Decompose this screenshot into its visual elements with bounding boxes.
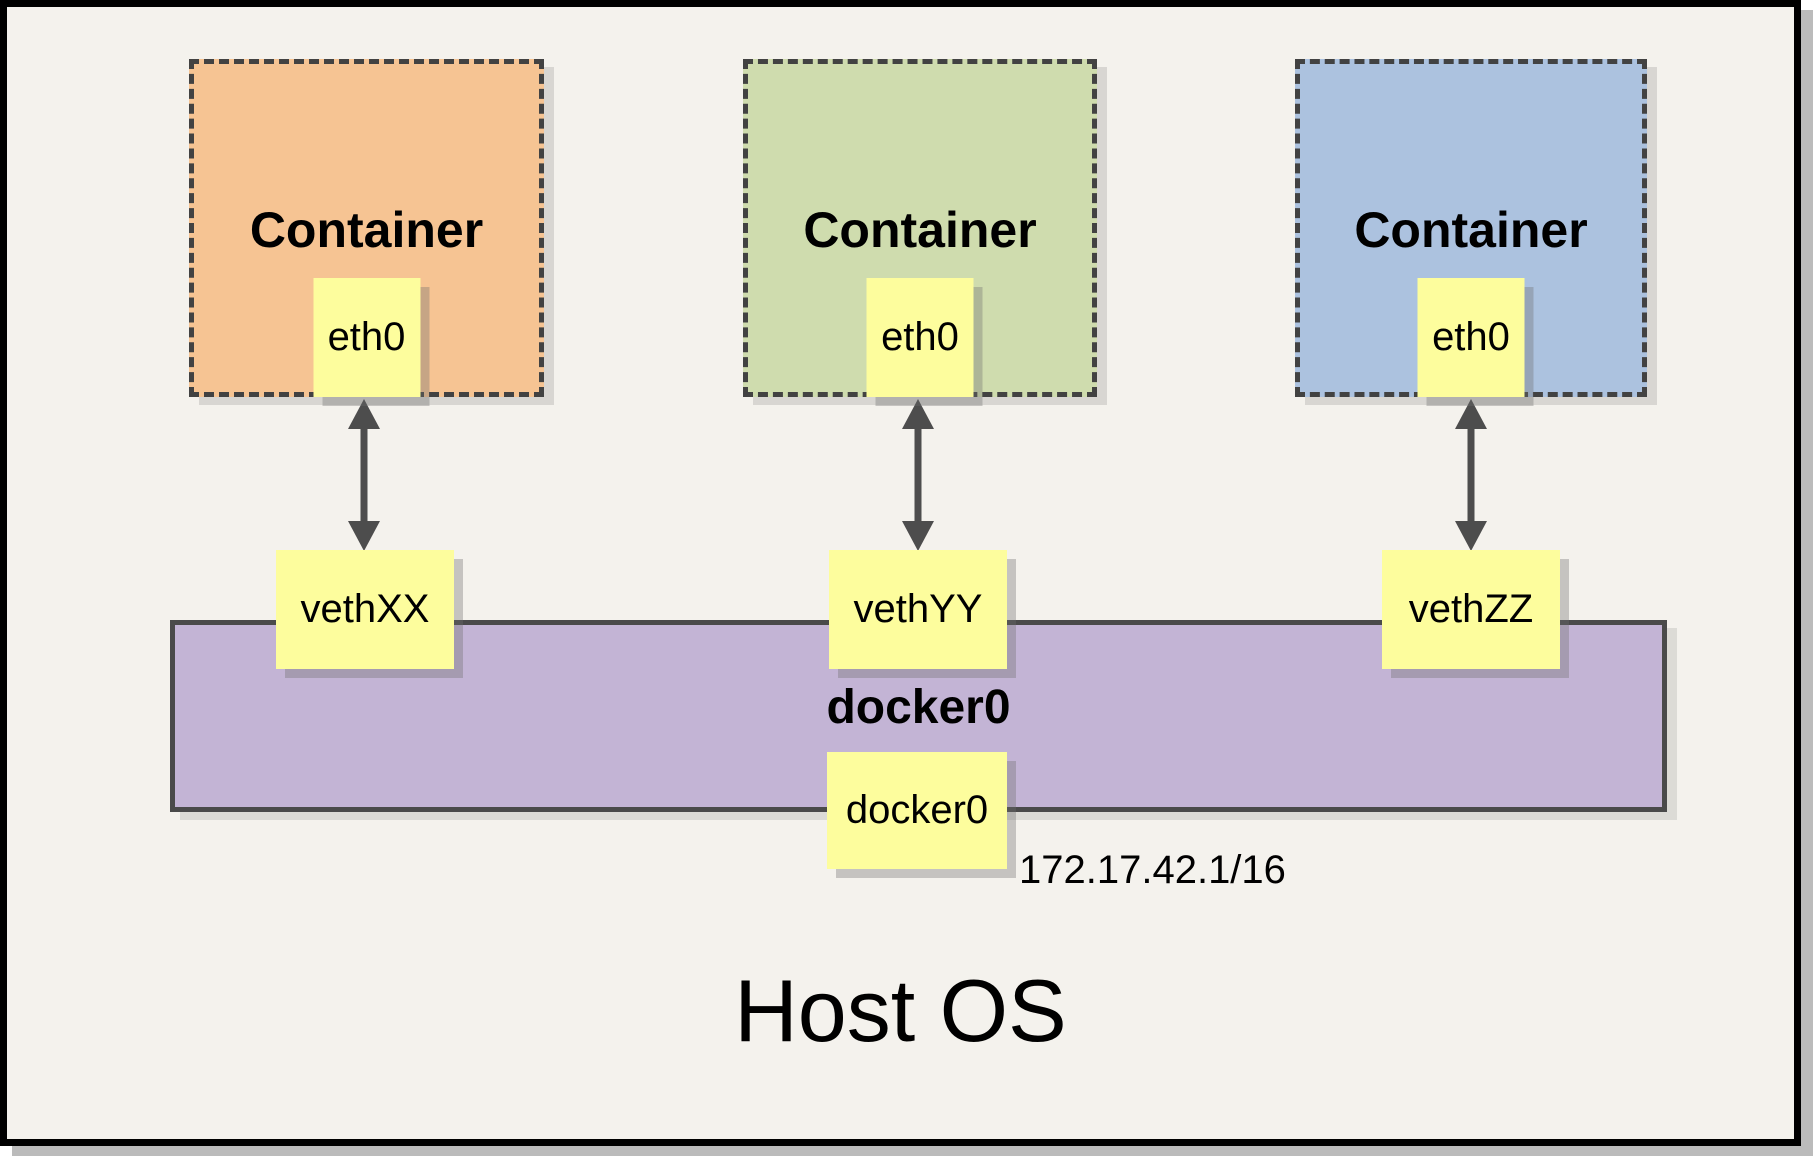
eth0-label-2: eth0 [881, 315, 959, 359]
host-os-label: Host OS [734, 961, 1067, 1060]
docker0-interface-box: docker0 [827, 752, 1007, 869]
connection-arrow-2 [902, 399, 934, 551]
eth0-interface-box-3: eth0 [1417, 278, 1525, 397]
eth0-interface-box-2: eth0 [866, 278, 974, 397]
veth-interface-box-3: vethZZ [1382, 550, 1560, 669]
container-box-1: Container eth0 [189, 59, 544, 397]
eth0-interface-box-1: eth0 [313, 278, 420, 397]
container-label-1: Container [249, 202, 484, 258]
container-box-2: Container eth0 [743, 59, 1097, 397]
eth0-label-3: eth0 [1432, 315, 1510, 359]
container-label-2: Container [803, 202, 1037, 258]
docker0-interface-label: docker0 [845, 788, 989, 832]
veth-label-1: vethXX [300, 587, 430, 631]
bridge-ip-label: 172.17.42.1/16 [1019, 848, 1286, 892]
veth-label-3: vethZZ [1408, 587, 1534, 631]
docker0-bridge-label: docker0 [826, 681, 1011, 734]
veth-label-2: vethYY [853, 587, 983, 631]
connection-arrow-1 [348, 399, 380, 551]
eth0-label-1: eth0 [327, 315, 406, 359]
container-box-3: Container eth0 [1295, 59, 1647, 397]
veth-interface-box-2: vethYY [829, 550, 1007, 669]
connection-arrow-3 [1455, 399, 1487, 551]
veth-interface-box-1: vethXX [276, 550, 454, 669]
container-label-3: Container [1354, 202, 1588, 258]
